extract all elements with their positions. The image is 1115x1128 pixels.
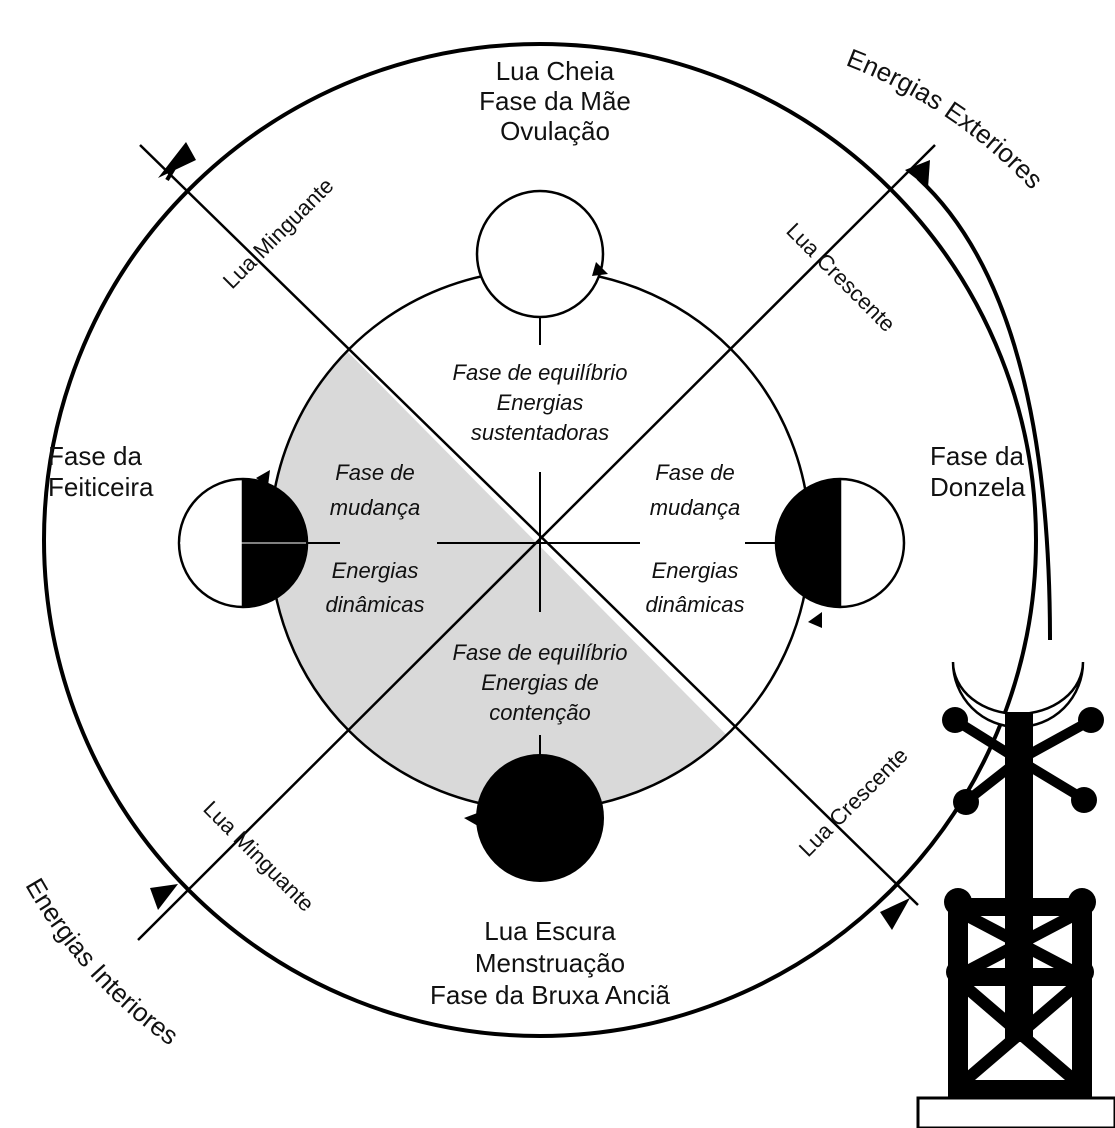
inner-right-line2: mudança xyxy=(650,495,741,520)
left-label-line1: Fase da xyxy=(48,441,142,471)
inner-top-line3: sustentadoras xyxy=(471,420,609,445)
inner-right-line1: Fase de xyxy=(655,460,735,485)
axis-label-upper-right: Lua Crescente xyxy=(781,218,900,337)
axis-label-lower-left: Lua Minguante xyxy=(198,796,319,917)
energy-arc-right xyxy=(918,178,1050,640)
axis-label-upper-left: Lua Minguante xyxy=(218,173,339,294)
inner-left-line1: Fase de xyxy=(335,460,415,485)
top-label-line3: Ovulação xyxy=(500,116,610,146)
inner-left-line3: Energias xyxy=(332,558,419,583)
bottom-label-line2: Menstruação xyxy=(475,948,625,978)
bottom-label-line3: Fase da Bruxa Anciã xyxy=(430,980,670,1010)
inner-right-line3: Energias xyxy=(652,558,739,583)
outer-arrow-top-left xyxy=(158,142,196,180)
inner-top-line1: Fase de equilíbrio xyxy=(453,360,628,385)
inner-right-line4: dinâmicas xyxy=(645,592,744,617)
bottom-label-line1: Lua Escura xyxy=(484,916,616,946)
inner-left-line4: dinâmicas xyxy=(325,592,424,617)
right-label-line1: Fase da xyxy=(930,441,1024,471)
full-moon-icon xyxy=(477,191,603,317)
right-label-line2: Donzela xyxy=(930,472,1026,502)
inner-arrow-right xyxy=(808,612,822,628)
inner-bottom-line3: contenção xyxy=(489,700,591,725)
left-label-line2: Feiticeira xyxy=(48,472,154,502)
waxing-moon-icon xyxy=(776,479,904,607)
top-label-line2: Fase da Mãe xyxy=(479,86,631,116)
outer-arrow-bottom-right xyxy=(880,898,910,930)
inner-bottom-line2: Energias de xyxy=(481,670,598,695)
inner-left-line2: mudança xyxy=(330,495,421,520)
inner-arrow-bottom xyxy=(464,812,480,826)
inner-top-line2: Energias xyxy=(497,390,584,415)
inner-bottom-line1: Fase de equilíbrio xyxy=(453,640,628,665)
dark-moon-icon xyxy=(476,754,604,882)
crescent-tower-icon xyxy=(918,662,1115,1128)
top-label-line1: Lua Cheia xyxy=(496,56,615,86)
outer-arrow-bottom-left xyxy=(150,884,178,910)
waning-moon-icon xyxy=(179,479,307,607)
